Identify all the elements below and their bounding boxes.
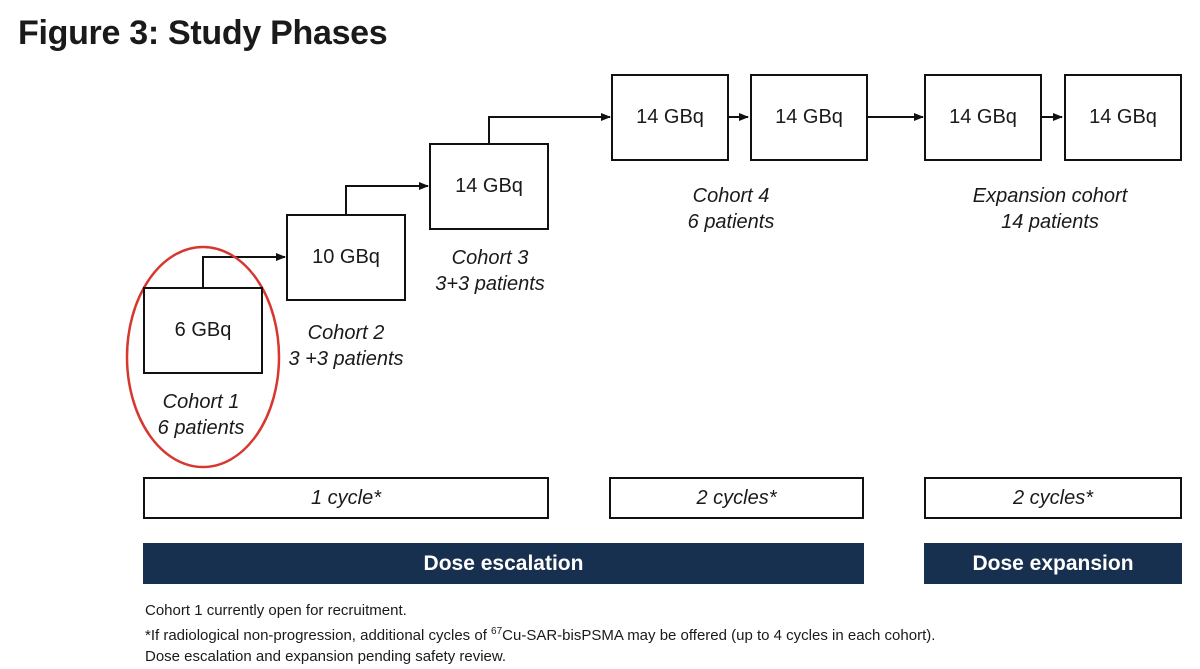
cycle-label-expansion: 2 cycles* [1012,486,1094,509]
arrow-c2-c3 [345,182,429,214]
cohort2-dose: 10 GBq [312,246,380,268]
cohort3-dose: 14 GBq [455,175,523,197]
footnote-2-post: Cu-SAR-bisPSMA may be offered (up to 4 c… [502,627,936,644]
footnotes: Cohort 1 currently open for recruitment.… [145,600,935,667]
cycle-box-expansion: 2 cycles* [924,477,1182,519]
arrow-c1-c2 [202,253,286,287]
cycle-label-escalation-1: 1 cycle* [310,486,382,509]
cycle-box-escalation-1: 1 cycle* [143,477,549,519]
cohort2-name: Cohort 2 [307,322,385,344]
cohort2-patients: 3 +3 patients [288,348,404,370]
cohort4-patients: 6 patients [687,211,775,233]
cohort3-patients: 3+3 patients [435,273,545,295]
expansion-dose-1: 14 GBq [949,106,1017,128]
expansion-dose-box-1: 14 GBq [924,74,1042,161]
cycle-label-escalation-2: 2 cycles* [696,486,777,509]
dose-escalation-label: Dose escalation [423,551,584,575]
expansion-label: Expansion cohort 14 patients [973,183,1128,235]
expansion-name: Expansion cohort [972,185,1128,207]
dose-expansion-bar: Dose expansion [924,543,1182,584]
footnote-2-superscript: 67 [491,626,503,637]
cohort3-label: Cohort 3 3+3 patients [435,245,545,297]
cohort4-label: Cohort 4 6 patients [688,183,775,235]
cohort1-label: Cohort 1 6 patients [158,389,245,441]
cohort1-dose: 6 GBq [174,319,232,341]
cohort2-dose-box: 10 GBq [286,214,406,301]
cohort1-highlight-circle [125,245,281,469]
figure-title: Figure 3: Study Phases [18,14,388,52]
cohort4-dose-1: 14 GBq [636,106,704,128]
cohort2-label: Cohort 2 3 +3 patients [288,320,403,372]
footnote-1: Cohort 1 currently open for recruitment. [145,602,407,619]
cohort4-dose-2: 14 GBq [775,106,843,128]
dose-expansion-label: Dose expansion [972,551,1134,575]
cohort4-dose-box-1: 14 GBq [611,74,729,161]
cohort1-patients: 6 patients [157,417,245,439]
expansion-dose-2: 14 GBq [1089,106,1157,128]
cohort4-dose-box-2: 14 GBq [750,74,868,161]
arrow-c3-c4 [488,113,611,143]
cohort3-name: Cohort 3 [451,247,529,269]
cohort1-dose-box: 6 GBq [143,287,263,374]
footnote-3: Dose escalation and expansion pending sa… [145,648,507,665]
footnote-2-pre: *If radiological non-progression, additi… [145,627,492,644]
expansion-dose-box-2: 14 GBq [1064,74,1182,161]
cohort4-name: Cohort 4 [692,185,770,207]
cohort1-name: Cohort 1 [162,391,240,413]
cycle-box-escalation-2: 2 cycles* [609,477,864,519]
expansion-patients: 14 patients [1001,211,1099,233]
dose-escalation-bar: Dose escalation [143,543,864,584]
cohort3-dose-box: 14 GBq [429,143,549,230]
footnote-2: *If radiological non-progression, additi… [145,621,935,646]
